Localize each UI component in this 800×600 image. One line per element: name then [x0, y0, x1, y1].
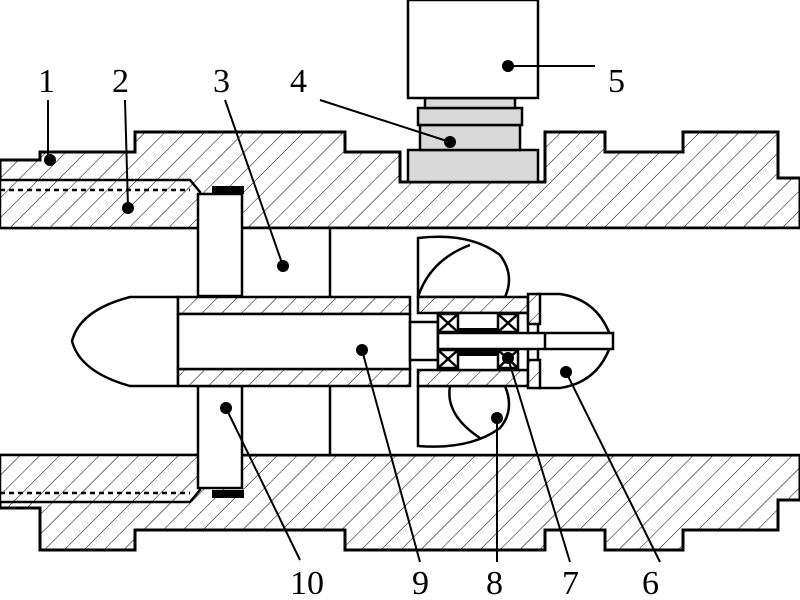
- spacer-sleeve: [458, 328, 498, 334]
- sensor-base: [406, 148, 540, 184]
- turbine-blade-upper: [416, 235, 511, 299]
- turbine-hub-upper: [416, 295, 530, 315]
- shaft-bore: [176, 312, 412, 371]
- callout-7: 7: [562, 565, 579, 600]
- thread-insert-upper: [0, 178, 202, 230]
- callout-5: 5: [608, 63, 625, 100]
- callout-6: 6: [642, 565, 659, 600]
- callout-9: 9: [412, 565, 429, 600]
- seal-ring-upper: [212, 186, 244, 194]
- callout-8: 8: [486, 565, 503, 600]
- thread-insert-lower: [0, 453, 202, 504]
- callout-10: 10: [290, 565, 324, 600]
- seal-ring-lower: [212, 490, 244, 498]
- callout-3: 3: [213, 63, 230, 100]
- sensor-ring-2: [423, 96, 517, 110]
- front-nose-cone: [70, 295, 180, 388]
- callout-4: 4: [290, 63, 307, 100]
- spacer-sleeve-lower: [458, 350, 498, 356]
- leader-lines: [44, 60, 661, 563]
- shaft-tube-lower: [176, 367, 412, 388]
- sensor-ring-1: [416, 106, 524, 127]
- bearing-left: [436, 312, 460, 370]
- rear-cone-hatch-top: [526, 292, 542, 326]
- shaft-tube-upper: [176, 295, 412, 316]
- callout-2: 2: [112, 63, 129, 100]
- callout-1: 1: [38, 63, 55, 100]
- front-guide-support-lower: [196, 384, 244, 490]
- shaft-coupling: [408, 320, 440, 362]
- signal-amplifier: [406, 0, 540, 100]
- rear-cone-hatch-bottom: [526, 358, 542, 390]
- front-guide-support: [196, 192, 244, 298]
- turbine-blade-lower: [416, 384, 511, 448]
- axle: [436, 331, 615, 351]
